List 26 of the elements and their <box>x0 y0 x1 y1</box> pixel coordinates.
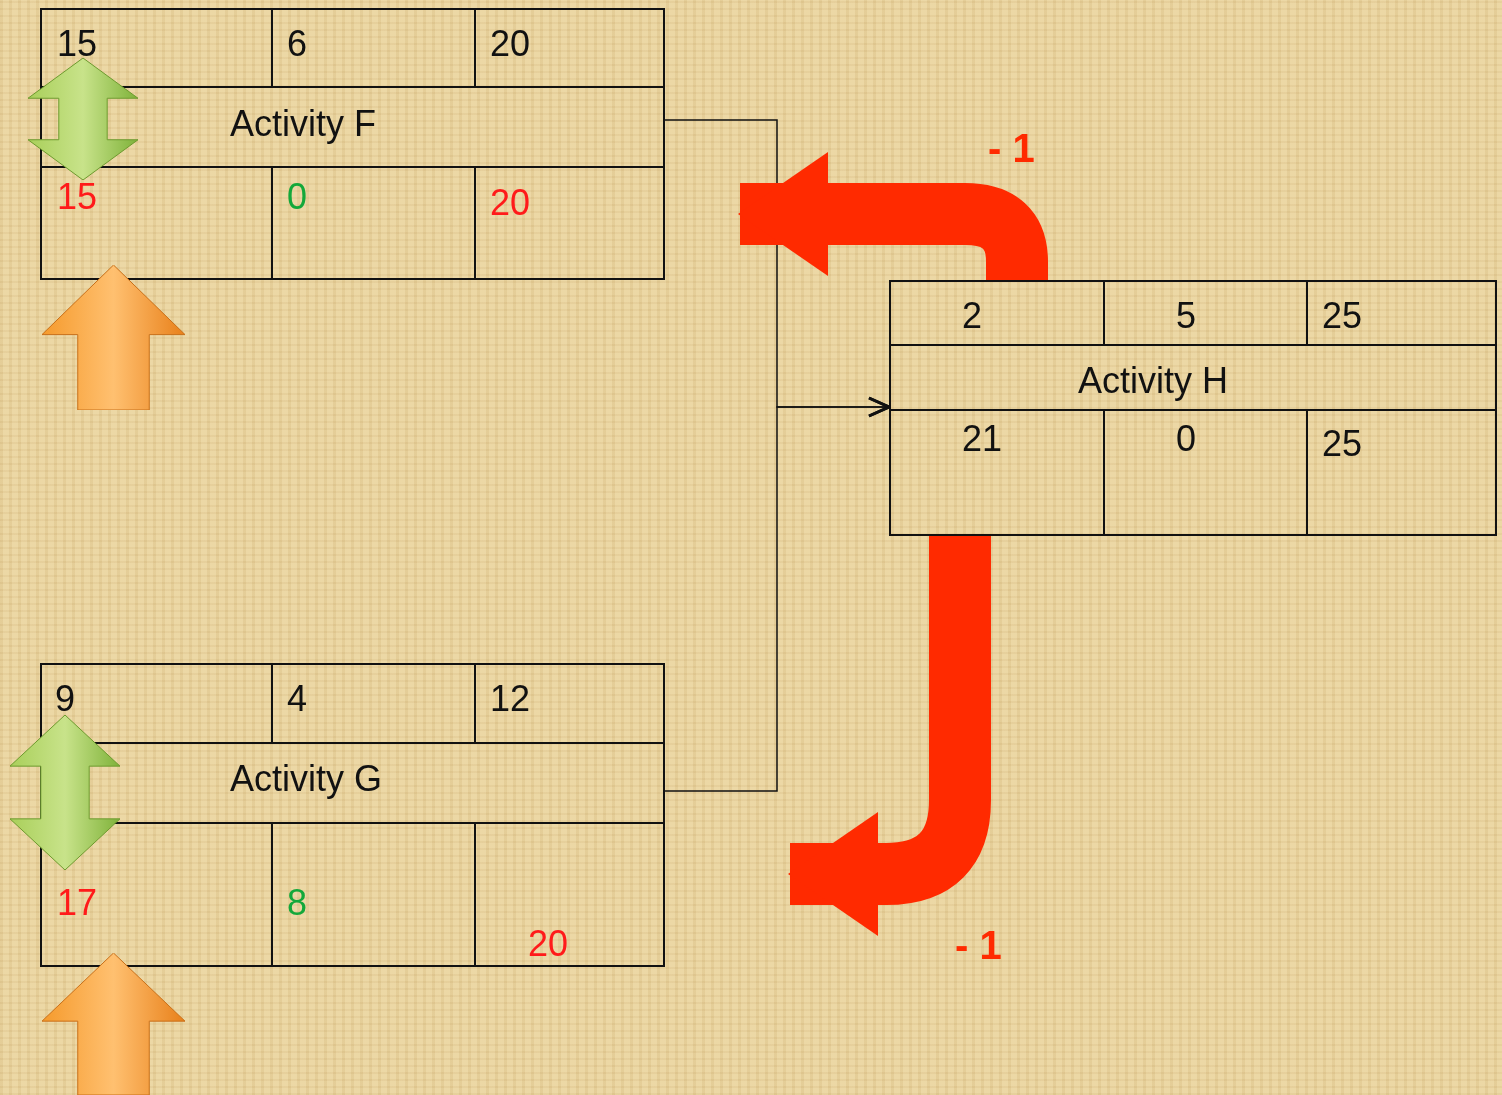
cell-value: 12 <box>490 677 531 721</box>
cell-value: 15 <box>57 175 98 219</box>
activity-box <box>889 280 1497 536</box>
block-arrow <box>788 536 991 936</box>
activity-name: Activity G <box>230 757 382 801</box>
cell-value: 8 <box>287 881 308 925</box>
cell-value: 9 <box>55 677 76 721</box>
activity-name: Activity F <box>230 102 376 146</box>
cell-value: 20 <box>490 181 531 225</box>
edge-label: - 1 <box>955 922 1002 968</box>
cell-value: 25 <box>1322 422 1363 466</box>
cell-value: 4 <box>287 677 308 721</box>
cell-value: 5 <box>1176 294 1197 338</box>
connector-arrow <box>664 396 891 792</box>
cell-value: 25 <box>1322 294 1363 338</box>
cell-value: 0 <box>1176 417 1197 461</box>
cell-value: 20 <box>490 22 531 66</box>
cell-value: 2 <box>962 294 983 338</box>
cell-value: 17 <box>57 881 98 925</box>
cell-value: 0 <box>287 175 308 219</box>
activity-name: Activity H <box>1078 359 1228 403</box>
cell-value: 21 <box>962 417 1003 461</box>
cell-value: 6 <box>287 22 308 66</box>
cell-value: 15 <box>57 22 98 66</box>
edge-label: - 1 <box>988 125 1035 171</box>
cell-value: 20 <box>528 922 569 966</box>
